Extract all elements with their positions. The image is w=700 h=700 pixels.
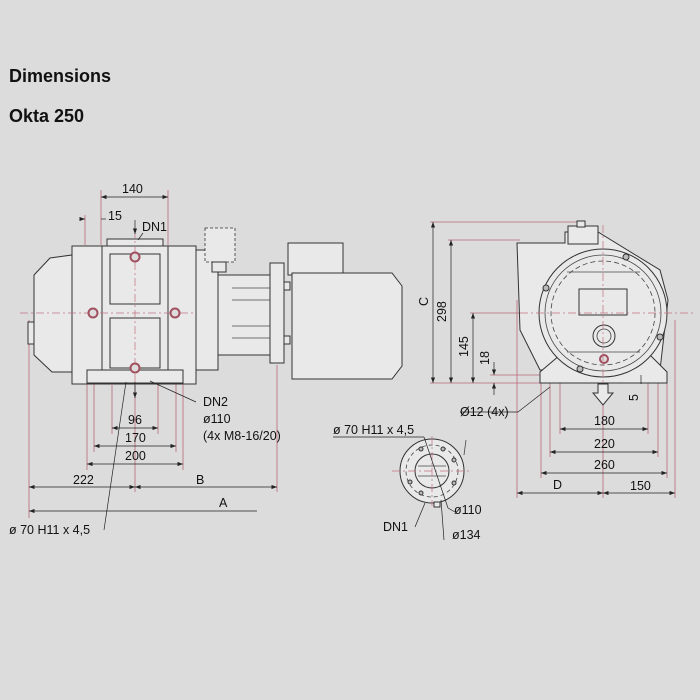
dim-5: 5 — [627, 394, 641, 401]
side-view-pump — [20, 190, 403, 531]
flange-inner-diameter: ø110 — [454, 503, 482, 517]
dim-260: 260 — [594, 458, 615, 472]
dim-170: 170 — [125, 431, 146, 445]
centering-label: ø 70 H11 x 4,5 — [9, 523, 90, 537]
dim-c: C — [417, 297, 431, 306]
flange-outer-diameter: ø134 — [452, 528, 481, 542]
dim-150: 150 — [630, 479, 651, 493]
dim-a: A — [219, 496, 228, 510]
dim-d: D — [553, 478, 562, 492]
dim-222: 222 — [73, 473, 94, 487]
flange-centering-label: ø 70 H11 x 4,5 — [333, 423, 414, 437]
front-view-pump — [430, 220, 695, 498]
holes-label: Ø12 (4x) — [460, 405, 509, 419]
outlet-bolts: (4x M8-16/20) — [203, 429, 281, 443]
dim-140: 140 — [122, 182, 143, 196]
dim-298: 298 — [435, 301, 449, 322]
dim-18: 18 — [478, 351, 492, 365]
dim-220: 220 — [594, 437, 615, 451]
inlet-label: DN1 — [142, 220, 167, 234]
dim-200: 200 — [125, 449, 146, 463]
dim-b: B — [196, 473, 204, 487]
page-title: Dimensions — [9, 66, 112, 86]
dim-145: 145 — [457, 336, 471, 357]
outlet-diameter: ø110 — [203, 412, 231, 426]
model-title: Okta 250 — [9, 106, 85, 126]
outlet-label: DN2 — [203, 395, 228, 409]
dim-15: 15 — [108, 209, 122, 223]
dim-96: 96 — [128, 413, 142, 427]
inlet-flange-view — [333, 436, 472, 541]
flange-port-label: DN1 — [383, 520, 408, 534]
dim-180: 180 — [594, 414, 615, 428]
